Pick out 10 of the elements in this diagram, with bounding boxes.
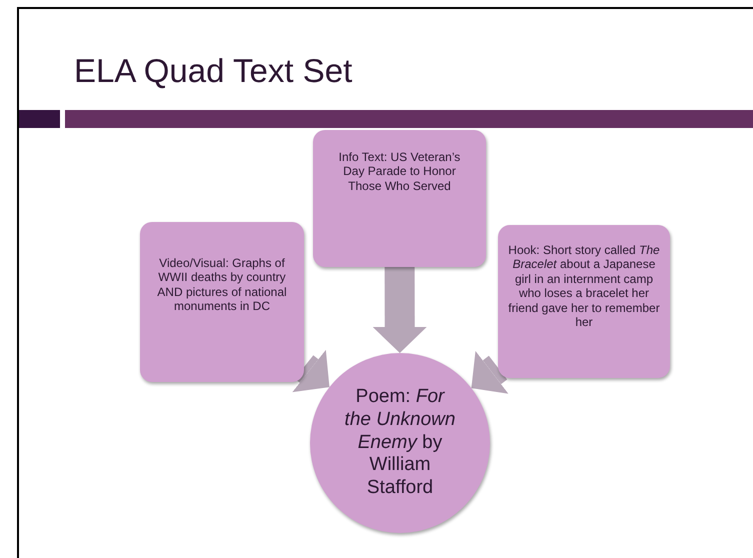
slide-title: ELA Quad Text Set: [74, 52, 352, 90]
box-label: Info Text: US Veteran’s Day Parade to Honor Those Who Served: [338, 150, 462, 194]
rounded-box: [498, 225, 670, 378]
box-label: Video/Visual: Graphs of WWII deaths by country AND pictures of national monuments in DC: [156, 256, 288, 314]
block-arrow: [372, 266, 427, 353]
box-label: Hook: Short story called The Bracelet about a Japanese girl in an internment camp who loses a bracelet her friend gave her to remember her: [508, 243, 660, 330]
rounded-box: [313, 130, 486, 267]
rounded-box: [140, 222, 304, 382]
block-arrow: [471, 350, 508, 394]
circle-label: Poem: For the Unknown Enemy by William Stafford: [344, 386, 456, 500]
